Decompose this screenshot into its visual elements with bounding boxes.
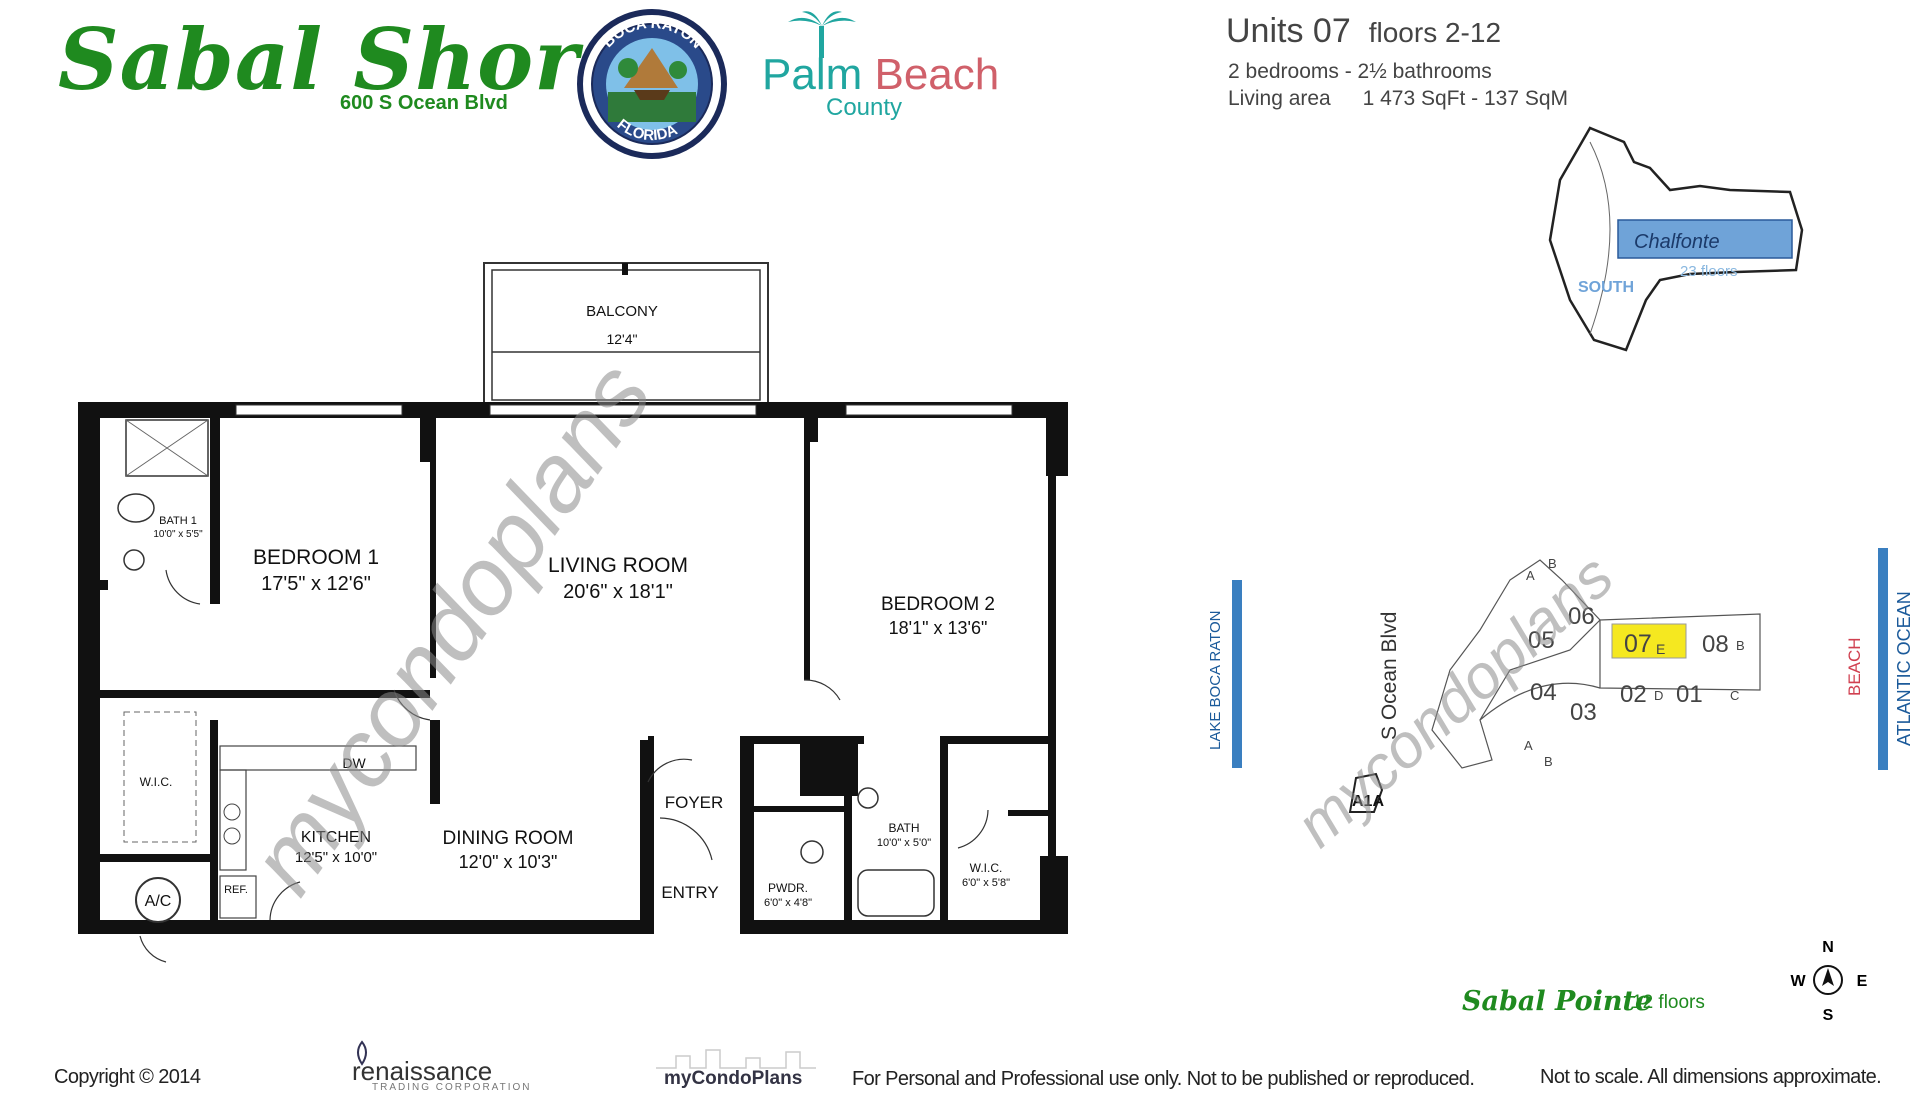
dishwasher-label: DW xyxy=(342,755,366,771)
unit-03-label: 03 xyxy=(1570,699,1597,726)
unit-sub-a1: A xyxy=(1526,568,1535,583)
unit-sub-b3: B xyxy=(1736,638,1745,653)
mycondoplans-logo: myCondoPlans xyxy=(664,1068,803,1089)
unit-06-label: 06 xyxy=(1568,603,1595,630)
mycondoplans-skyline-icon xyxy=(656,1049,816,1069)
ref-label: REF. xyxy=(224,884,248,896)
bedroom2-dims: 18'1" x 13'6" xyxy=(889,618,988,638)
site-plan: LAKE BOCA RATON ATLANTIC OCEAN BEACH S O… xyxy=(1207,542,1914,861)
lake-bar xyxy=(1232,580,1242,768)
balcony-label: BALCONY xyxy=(586,303,658,320)
beach-label: BEACH xyxy=(1845,637,1864,696)
chalfonte-name: Chalfonte xyxy=(1634,231,1720,253)
kitchen-label: KITCHEN xyxy=(301,829,371,846)
compass-e: E xyxy=(1857,973,1868,990)
palm-tree-icon xyxy=(788,11,856,58)
key-plan: Chalfonte 23 floors SOUTH xyxy=(1548,126,1804,352)
unit-01-label: 01 xyxy=(1676,681,1703,708)
living-area-label: Living area xyxy=(1228,87,1331,110)
bedroom2-label: BEDROOM 2 xyxy=(881,594,995,615)
unit-sub-c: C xyxy=(1730,688,1739,703)
highway-shield-icon xyxy=(1348,772,1384,813)
unit-title: Units 07 floors 2-12 xyxy=(1226,12,1501,51)
county-logo-county: County xyxy=(826,94,903,121)
unit-sub-a2: A xyxy=(1524,738,1533,753)
unit-sub-d: D xyxy=(1654,688,1663,703)
building-address: 600 S Ocean Blvd xyxy=(340,92,508,114)
renaissance-logo-icon xyxy=(357,1040,367,1066)
chalfonte-floors: 23 floors xyxy=(1680,263,1738,280)
bath1-label: BATH 1 xyxy=(159,515,197,527)
compass-icon: N S E W xyxy=(1790,939,1868,1024)
wic2-label: W.I.C. xyxy=(970,861,1003,875)
kitchen-dims: 12'5" x 10'0" xyxy=(295,849,377,866)
compass-n: N xyxy=(1822,939,1834,956)
unit-sub-b2: B xyxy=(1544,754,1553,769)
copyright: Copyright © 2014 xyxy=(54,1066,201,1088)
unit-08-label: 08 xyxy=(1702,631,1729,658)
watermark: mycondoplans xyxy=(230,344,673,912)
ac-label: A/C xyxy=(145,893,172,910)
south-label: SOUTH xyxy=(1578,279,1634,296)
living-area-value: 1 473 SqFt - 137 SqM xyxy=(1362,87,1569,110)
lake-label: LAKE BOCA RATON xyxy=(1207,611,1224,751)
unit-floors: floors 2-12 xyxy=(1368,17,1502,48)
highway-label: A1A xyxy=(1352,793,1384,810)
unit-sub-b1: B xyxy=(1548,556,1557,571)
unit-07-highlight xyxy=(1611,623,1687,659)
floor-plan: BALCONY 12'4" BATH 1 10'0" x 5'5" BEDROO… xyxy=(78,262,1068,963)
building-name: Sabal Shores xyxy=(58,10,683,109)
unit-04-label: 04 xyxy=(1530,679,1557,706)
wic2-dims: 6'0" x 5'8" xyxy=(962,877,1010,889)
living-room-dims: 20'6" x 18'1" xyxy=(563,581,673,603)
interior-walls xyxy=(100,418,1048,934)
scale-disclaimer: Not to scale. All dimensions approximate… xyxy=(1540,1066,1882,1088)
renaissance-logo-text: renaissance xyxy=(352,1056,493,1086)
county-logo-title: Palm Beach xyxy=(762,50,999,100)
chalfonte-highlight xyxy=(1617,219,1793,259)
sabal-pointe-name: Sabal Pointe xyxy=(1462,986,1653,1017)
bedroom1-dims: 17'5" x 12'6" xyxy=(261,573,371,595)
unit-02-label: 02 xyxy=(1620,681,1647,708)
dining-room-dims: 12'0" x 10'3" xyxy=(459,852,558,872)
living-room-label: LIVING ROOM xyxy=(548,554,688,577)
personal-use-notice: For Personal and Professional use only. … xyxy=(852,1068,1475,1090)
ocean-label: ATLANTIC OCEAN xyxy=(1894,591,1914,746)
county-logo-beach: Beach xyxy=(874,50,1000,99)
bath2-dims: 10'0" x 5'0" xyxy=(877,837,931,849)
balcony-dims: 12'4" xyxy=(606,331,637,347)
boca-raton-seal-icon: BOCA RATON FLORIDA xyxy=(577,9,727,159)
dining-room-label: DINING ROOM xyxy=(443,828,574,849)
ocean-bar xyxy=(1878,548,1888,770)
powder-label: PWDR. xyxy=(768,881,808,895)
entry-label: ENTRY xyxy=(661,883,718,902)
renaissance-logo-sub: TRADING CORPORATION xyxy=(372,1082,532,1093)
unit-07-label: 07 xyxy=(1624,630,1652,658)
unit-living-area: Living area 1 473 SqFt - 137 SqM xyxy=(1228,87,1568,111)
wic1-label: W.I.C. xyxy=(140,775,173,789)
county-logo-palm: Palm xyxy=(762,50,863,99)
foyer-label: FOYER xyxy=(665,793,724,812)
ac-unit-icon xyxy=(135,877,181,923)
unit-bedrooms-baths: 2 bedrooms - 2½ bathrooms xyxy=(1228,60,1492,83)
bedroom1-label: BEDROOM 1 xyxy=(253,546,379,569)
unit-05-label: 05 xyxy=(1528,627,1555,654)
sabal-pointe-floors: 12 floors xyxy=(1632,992,1705,1013)
powder-dims: 6'0" x 4'8" xyxy=(764,897,812,909)
bath2-label: BATH xyxy=(888,821,919,835)
bath1-dims: 10'0" x 5'5" xyxy=(153,529,203,540)
street-label: S Ocean Blvd xyxy=(1378,612,1401,740)
unit-07-sub: E xyxy=(1656,641,1665,657)
compass-w: W xyxy=(1790,973,1806,990)
compass-s: S xyxy=(1823,1007,1834,1024)
unit-number: Units 07 xyxy=(1226,12,1351,50)
